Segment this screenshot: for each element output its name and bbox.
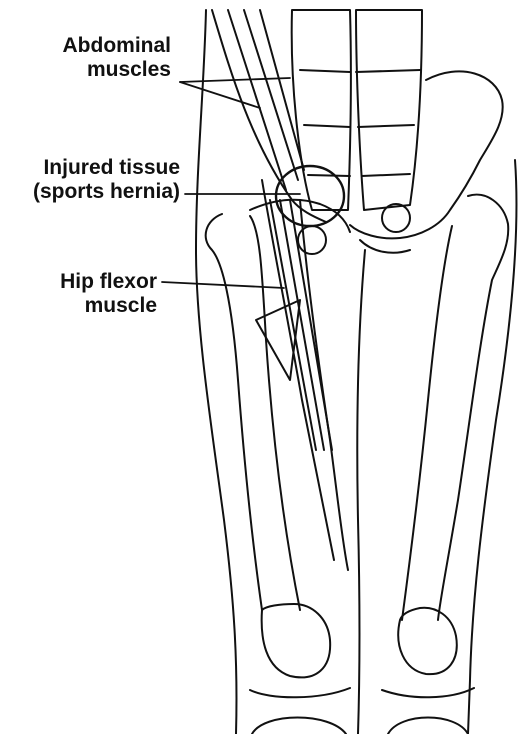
label-injured-line2: (sports hernia) [33,180,180,204]
hip-flexor-muscle [256,180,348,570]
femur-right [402,195,508,620]
pelvis [250,71,503,254]
label-injured-tissue: Injured tissue (sports hernia) [33,156,180,204]
femur-left [206,214,300,610]
label-injured-line1: Injured tissue [33,156,180,180]
label-hip-flexor-muscle: Hip flexor muscle [60,270,157,318]
knee-right [382,608,474,734]
label-abdominal-muscles: Abdominal muscles [63,34,172,82]
label-abdominal-line2: muscles [63,58,172,82]
label-hip-flexor-line2: muscle [60,294,157,318]
label-abdominal-line1: Abdominal [63,34,172,58]
knee-left [250,604,350,734]
body-outline [196,10,516,734]
label-hip-flexor-line1: Hip flexor [60,270,157,294]
abdominal-muscles [212,10,422,222]
